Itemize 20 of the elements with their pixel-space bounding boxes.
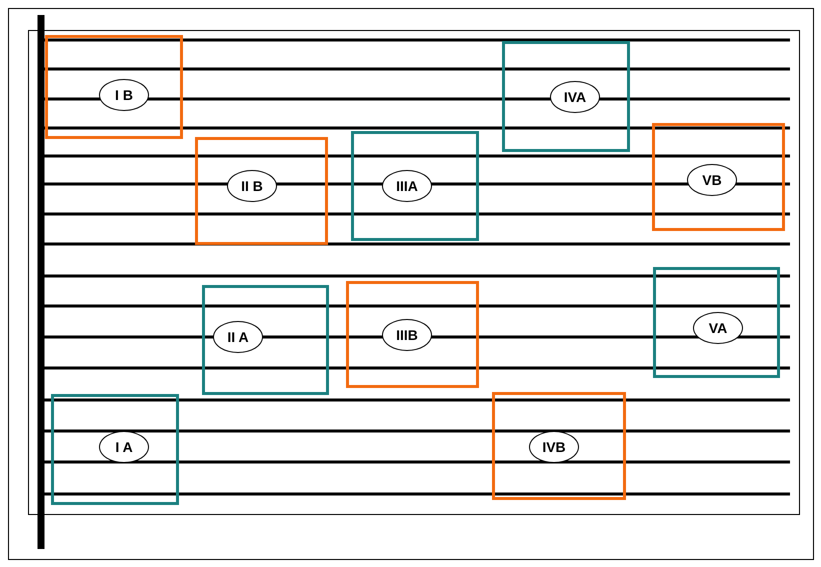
outline-frame [492, 392, 626, 500]
outline-frame [652, 123, 785, 231]
outline-frame [51, 394, 179, 505]
oval-label: I B [99, 79, 149, 111]
oval-label: I A [99, 431, 149, 463]
oval-label: IVA [550, 81, 600, 113]
outline-frame [195, 137, 328, 245]
outline-frame [202, 285, 329, 395]
outline-frame [45, 35, 183, 139]
oval-label: VB [687, 164, 737, 196]
oval-label: II A [213, 321, 263, 353]
oval-label: IVB [529, 431, 579, 463]
oval-label: VA [693, 312, 743, 344]
oval-label: IIIB [382, 319, 432, 351]
oval-label: II B [227, 170, 277, 202]
outline-frame [653, 267, 780, 378]
outline-frame [346, 281, 479, 388]
outline-frame [351, 131, 479, 241]
oval-label: IIIA [382, 170, 432, 202]
outline-frame [502, 41, 630, 152]
